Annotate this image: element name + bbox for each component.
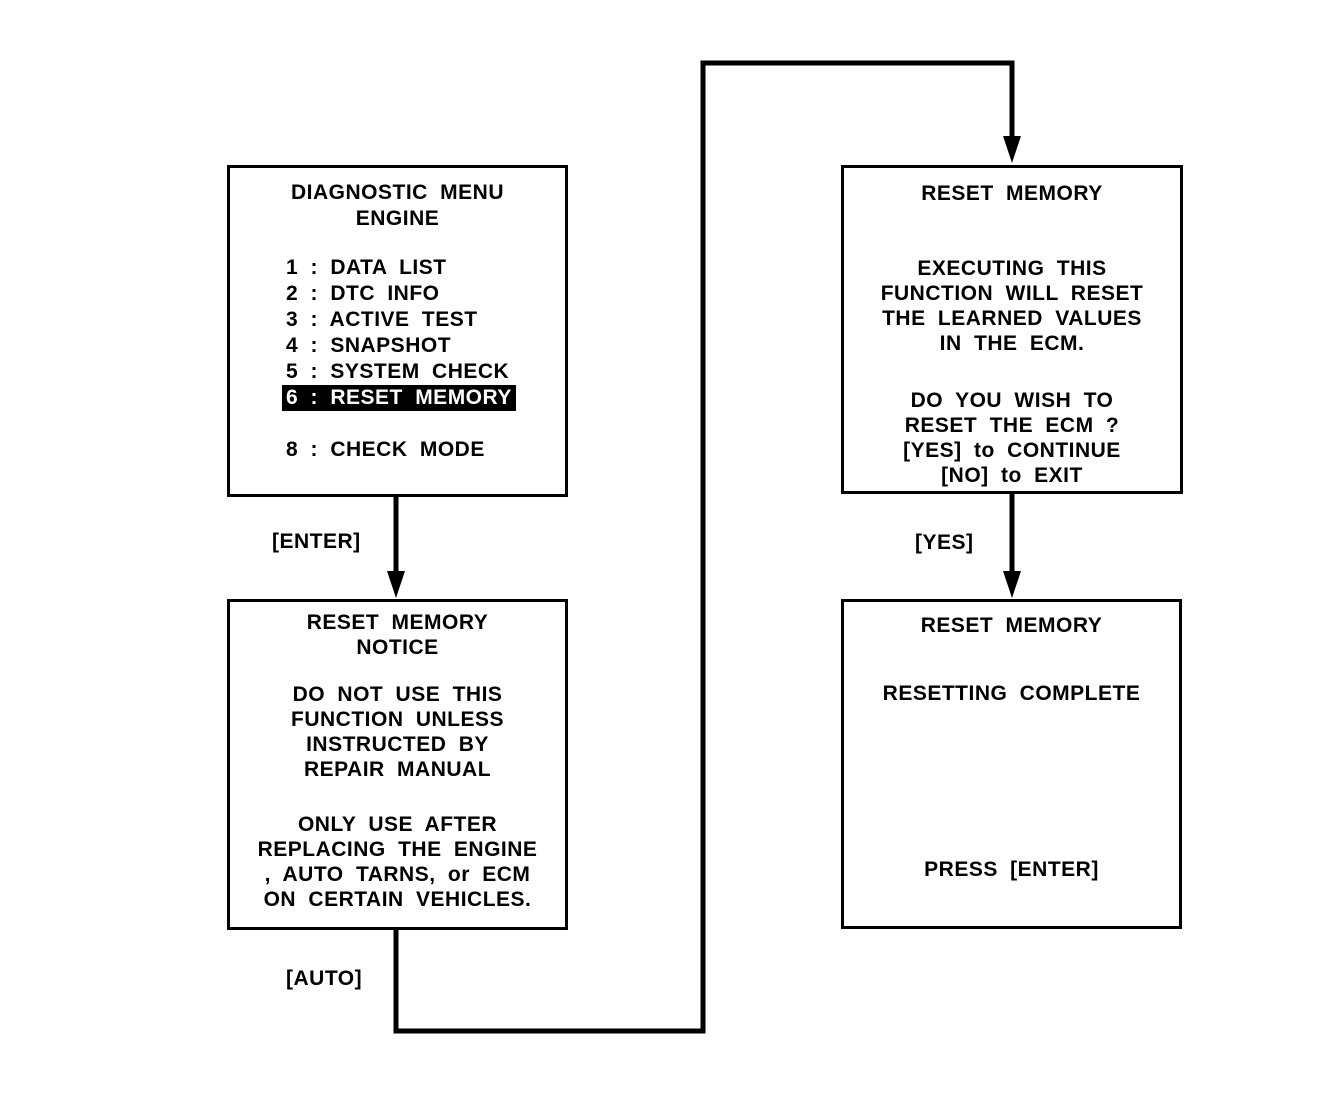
auto-key-label: [AUTO] xyxy=(286,967,363,990)
text-line: [NO] to EXIT xyxy=(941,464,1083,487)
notice-usage-text: ONLY USE AFTER REPLACING THE ENGINE , AU… xyxy=(230,812,565,912)
screen-reset-memory-confirm: RESET MEMORY EXECUTING THIS FUNCTION WIL… xyxy=(841,165,1183,494)
menu-item-snapshot: 4 : SNAPSHOT xyxy=(286,334,452,357)
text-line: DO NOT USE THIS xyxy=(292,683,503,706)
screen-title-line1: DIAGNOSTIC MENU xyxy=(291,181,504,204)
text-line: [YES] to CONTINUE xyxy=(903,439,1121,462)
text-line: THE LEARNED VALUES xyxy=(882,307,1142,330)
screen-title-line2: ENGINE xyxy=(355,207,440,230)
menu-item-active-test: 3 : ACTIVE TEST xyxy=(286,308,478,331)
screen-title-line1: RESET MEMORY xyxy=(306,611,489,634)
press-enter-prompt: PRESS [ENTER] xyxy=(924,858,1099,881)
screen-title: RESET MEMORY xyxy=(920,614,1103,637)
menu-item-check-mode: 8 : CHECK MODE xyxy=(286,438,485,461)
arrow-auto xyxy=(393,60,1021,1034)
screen-title-line2: NOTICE xyxy=(356,636,439,659)
menu-item-system-check: 5 : SYSTEM CHECK xyxy=(286,360,510,383)
confirm-warning-text: EXECUTING THIS FUNCTION WILL RESET THE L… xyxy=(844,256,1180,356)
menu-item-data-list: 1 : DATA LIST xyxy=(286,256,447,279)
menu-item-reset-memory-selected: 6 : RESET MEMORY xyxy=(282,385,565,411)
menu-list: 1 : DATA LIST 2 : DTC INFO 3 : ACTIVE TE… xyxy=(230,255,565,463)
text-line: ONLY USE AFTER xyxy=(297,813,498,836)
screen-title: RESET MEMORY NOTICE xyxy=(230,602,565,660)
text-line: ON CERTAIN VEHICLES. xyxy=(263,888,532,911)
screen-reset-memory-notice: RESET MEMORY NOTICE DO NOT USE THIS FUNC… xyxy=(227,599,568,930)
yes-key-label: [YES] xyxy=(915,531,974,554)
text-line: FUNCTION WILL RESET xyxy=(880,282,1144,305)
screen-title: RESET MEMORY xyxy=(921,182,1103,205)
text-line: FUNCTION UNLESS xyxy=(291,708,504,731)
resetting-complete-status: RESETTING COMPLETE xyxy=(882,682,1141,705)
confirm-prompt-text: DO YOU WISH TO RESET THE ECM ? [YES] to … xyxy=(844,388,1180,488)
text-line: IN THE ECM. xyxy=(939,332,1085,355)
text-line: REPLACING THE ENGINE xyxy=(257,838,538,861)
text-line: DO YOU WISH TO xyxy=(910,389,1114,412)
screen-diagnostic-menu: DIAGNOSTIC MENU ENGINE 1 : DATA LIST 2 :… xyxy=(227,165,568,497)
enter-key-label: [ENTER] xyxy=(272,530,361,553)
text-line: RESET THE ECM ? xyxy=(904,414,1120,437)
text-line: , AUTO TARNS, or ECM xyxy=(264,863,531,886)
arrow-enter xyxy=(387,497,405,598)
text-line: INSTRUCTED BY xyxy=(306,733,489,756)
notice-warning-text: DO NOT USE THIS FUNCTION UNLESS INSTRUCT… xyxy=(230,682,565,782)
menu-item-dtc-info: 2 : DTC INFO xyxy=(286,282,440,305)
screen-reset-memory-complete: RESET MEMORY RESETTING COMPLETE PRESS [E… xyxy=(841,599,1182,929)
arrow-yes xyxy=(1003,494,1021,598)
text-line: EXECUTING THIS xyxy=(917,257,1107,280)
screen-title: DIAGNOSTIC MENU ENGINE xyxy=(230,168,565,232)
selected-menu-item-highlight: 6 : RESET MEMORY xyxy=(282,385,516,411)
text-line: REPAIR MANUAL xyxy=(303,758,492,781)
